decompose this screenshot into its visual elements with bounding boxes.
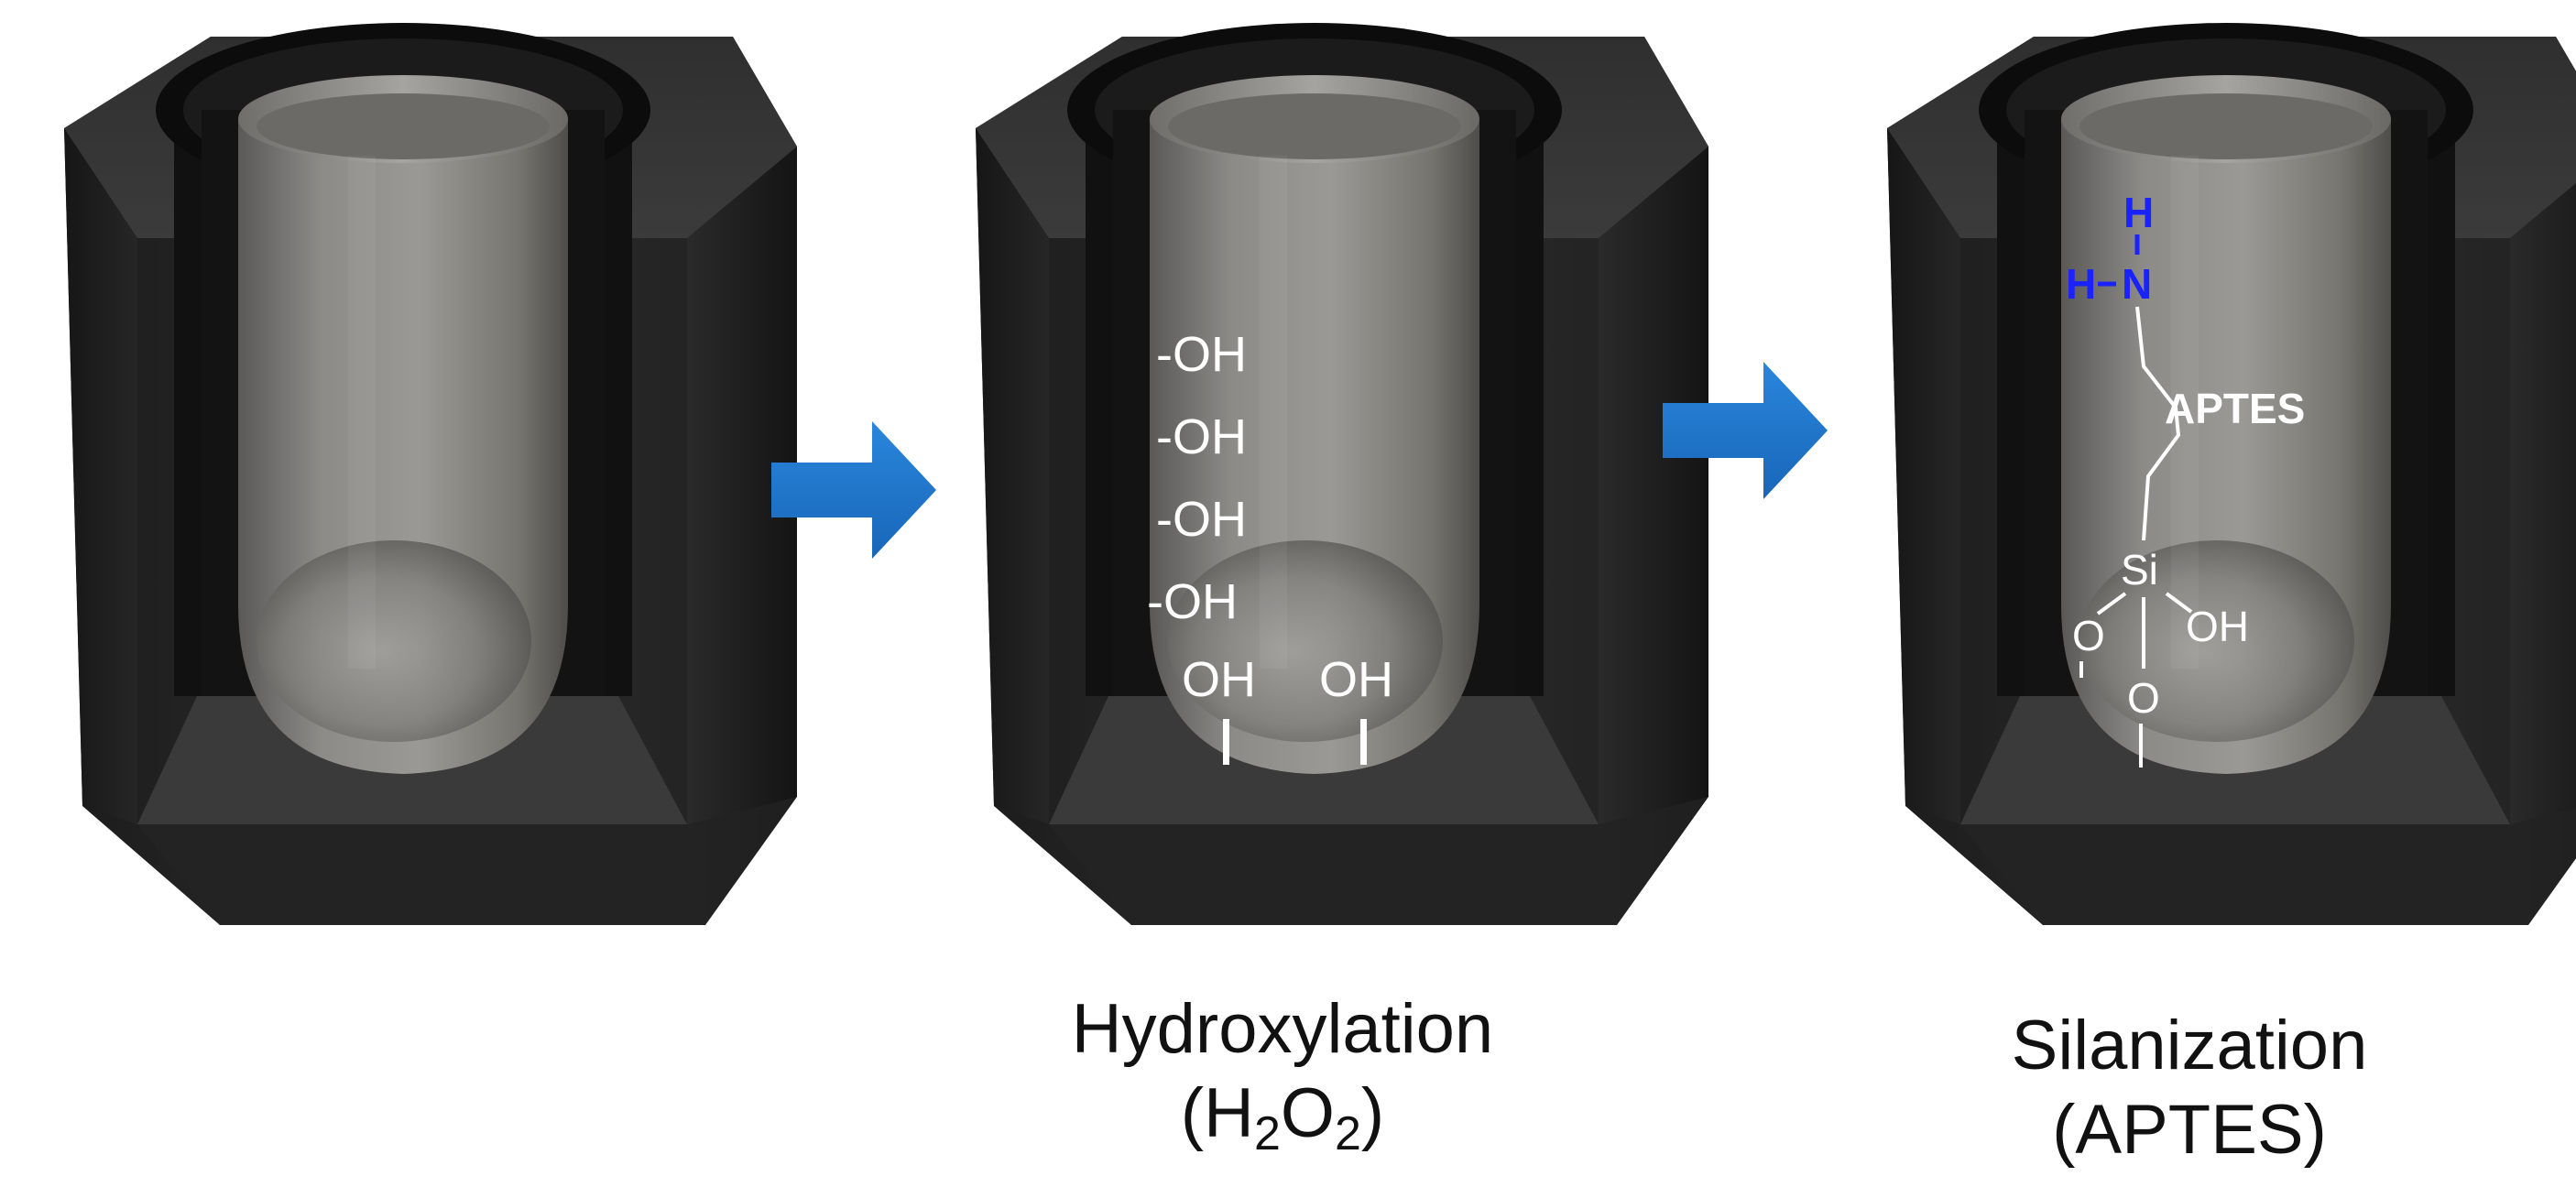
reagent-subscript: 2 bbox=[1253, 1107, 1281, 1160]
aptes-label: APTES bbox=[2165, 385, 2305, 432]
amine-hydrogen-top: H bbox=[2123, 189, 2154, 236]
oxygen-left: O bbox=[2072, 612, 2105, 659]
hydroxyl-group: OH bbox=[2186, 603, 2249, 650]
caption-reagent: (APTES) bbox=[2052, 1091, 2327, 1169]
reagent-text: ) bbox=[1360, 1074, 1385, 1152]
reagent-text: (H bbox=[1180, 1074, 1254, 1152]
bond-line bbox=[1360, 719, 1367, 765]
reagent-subscript: 2 bbox=[1335, 1107, 1361, 1160]
holder-panel-silanized bbox=[1887, 23, 2576, 925]
surface-hydroxyl-1: -OH bbox=[1156, 327, 1247, 382]
propyl-chain bbox=[2135, 306, 2181, 541]
holder-panel-hydroxylated bbox=[976, 23, 1708, 925]
holder-panel-untreated bbox=[64, 23, 797, 925]
bond-line bbox=[2096, 592, 2127, 615]
bond-line bbox=[2165, 592, 2193, 614]
caption-hydroxylation: Hydroxylation (H2O2) bbox=[1008, 987, 1557, 1158]
surface-hydroxyl-4: -OH bbox=[1147, 574, 1238, 629]
surface-hydroxyl-3: -OH bbox=[1156, 492, 1247, 547]
caption-title: Silanization bbox=[2011, 1007, 2368, 1084]
bottom-hydroxyl-1: OH bbox=[1182, 652, 1256, 707]
caption-silanization: Silanization (APTES) bbox=[1915, 1004, 2464, 1172]
oxygen-bottom: O bbox=[2127, 674, 2160, 722]
amine-nitrogen: N bbox=[2122, 260, 2152, 308]
surface-hydroxyl-2: -OH bbox=[1156, 409, 1247, 464]
caption-reagent: (H2O2) bbox=[1008, 1072, 1557, 1158]
amine-hydrogen-left: H bbox=[2066, 260, 2096, 308]
reagent-text: O bbox=[1280, 1074, 1335, 1152]
aptes-molecule: H H N APTES Si OH O O bbox=[2066, 189, 2305, 768]
caption-title: Hydroxylation bbox=[1071, 990, 1494, 1068]
bottom-hydroxyl-2: OH bbox=[1319, 652, 1393, 707]
bond-line bbox=[1223, 719, 1229, 765]
silicon-atom: Si bbox=[2121, 546, 2158, 594]
hydroxyl-annotations: -OH -OH -OH -OH OH OH bbox=[1147, 327, 1393, 765]
